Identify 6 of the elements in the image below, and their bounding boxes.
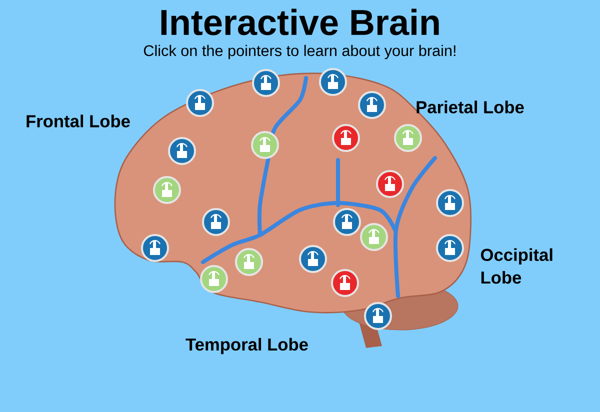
title: Interactive Brain: [161, 8, 439, 36]
lobe-label: Parietal Lobe: [416, 100, 524, 114]
subtitle: Click on the pointers to learn about your brain!: [144, 44, 456, 60]
lobe-label: Occipital Lobe: [480, 248, 552, 284]
lobe-label: Temporal Lobe: [186, 338, 308, 354]
lobe-label: Frontal Lobe: [26, 114, 130, 128]
